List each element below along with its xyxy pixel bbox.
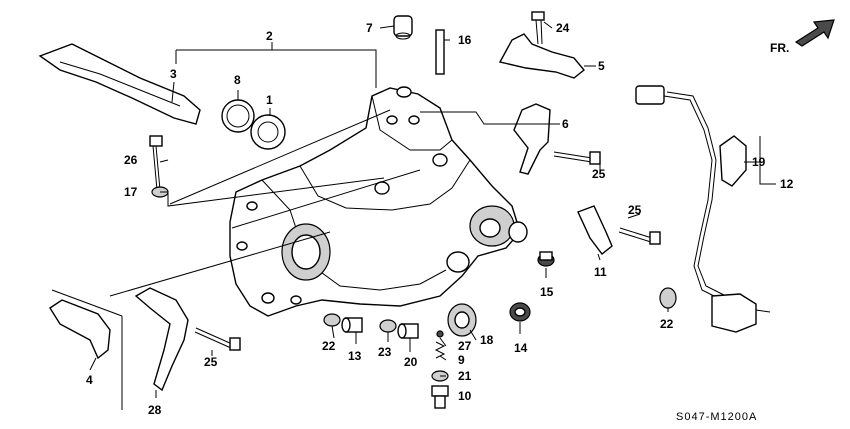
part-bracket-28 [134,287,189,392]
part-washer-23 [379,319,397,333]
callout-3: 3 [170,67,177,81]
callout-11: 11 [594,265,607,279]
part-bolt-25-b [618,227,661,245]
callout-2: 2 [266,29,273,43]
callout-21: 21 [458,369,472,383]
part-bolt-25-c [194,327,241,351]
callout-22-b: 22 [660,317,674,331]
part-bracket-11 [577,205,613,255]
part-plug-13 [341,317,363,333]
callout-6: 6 [562,117,569,131]
diagram-code: S047-M1200A [676,411,757,423]
front-direction-arrow: FR. [770,19,835,55]
part-disc [250,114,286,150]
callout-28: 28 [148,403,162,417]
direction-label: FR. [770,41,789,55]
callout-25-b: 25 [628,203,642,217]
callout-4: 4 [86,373,93,387]
callout-13: 13 [348,349,362,363]
part-spring-9 [434,341,446,359]
callout-7: 7 [366,21,373,35]
callout-9: 9 [458,353,465,367]
callout-5: 5 [598,59,605,73]
part-washer-22-right [659,287,677,309]
part-seal-18 [447,303,477,337]
callout-19: 19 [752,155,766,169]
part-bracket-4 [49,289,123,410]
part-sensor-harness [635,85,771,333]
leader-lines [89,21,776,398]
callout-12: 12 [780,177,794,191]
part-cap-7 [393,15,413,40]
callout-14: 14 [514,341,528,355]
part-cover-plate [38,43,201,125]
callout-26: 26 [124,153,138,167]
part-plug-20 [397,323,419,339]
part-stud-16 [435,29,445,75]
callout-24: 24 [556,21,570,35]
callout-labels: 1 2 3 4 5 6 7 8 9 10 11 12 13 14 15 16 1… [86,21,794,417]
part-seal-14 [509,302,531,322]
callout-15: 15 [540,285,554,299]
callout-27: 27 [458,339,472,353]
callout-23: 23 [378,345,392,359]
part-plug-15 [537,251,555,267]
transmission-housing [229,86,528,317]
callout-17: 17 [124,185,138,199]
part-plug-10 [431,385,449,409]
part-bolt-25-a [553,151,601,165]
callout-18: 18 [480,333,494,347]
part-bolt-24 [531,11,545,45]
callout-25-a: 25 [592,167,606,181]
callout-22-a: 22 [322,339,336,353]
callout-1: 1 [266,93,273,107]
callout-20: 20 [404,355,418,369]
part-snap-ring [221,99,255,133]
callout-8: 8 [234,73,241,87]
part-bolt-26 [149,135,163,191]
callout-10: 10 [458,389,472,403]
part-washer-22-bottom [323,313,341,327]
callout-16: 16 [458,33,472,47]
callout-25-c: 25 [204,355,218,369]
part-bracket-5 [498,33,585,79]
part-ball-27 [436,330,444,338]
part-bracket-6 [513,103,551,175]
